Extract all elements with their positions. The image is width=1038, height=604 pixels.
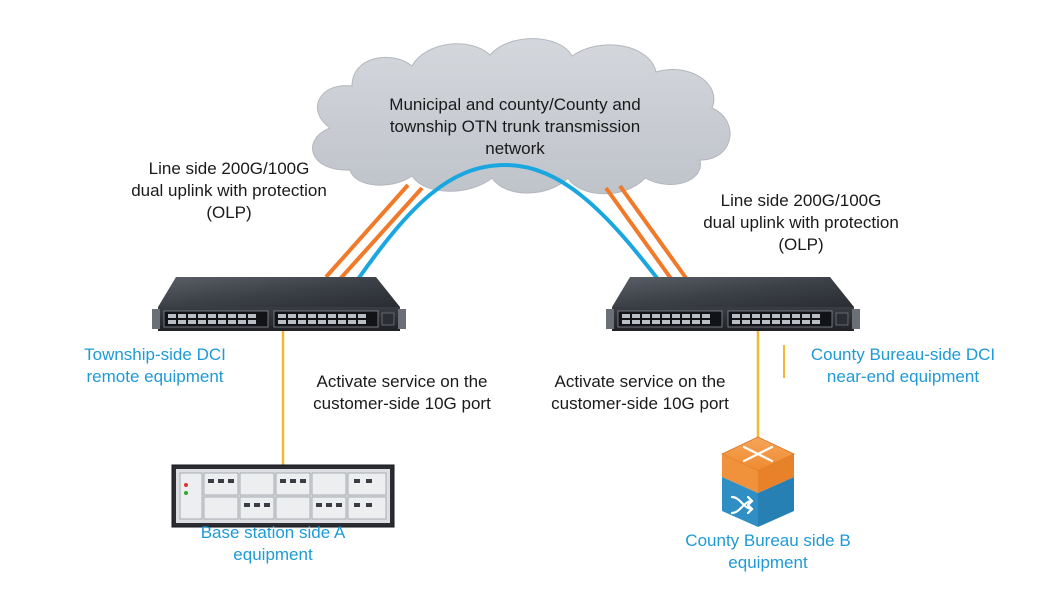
left-link-label: Line side 200G/100G dual uplink with pro… [98, 158, 360, 224]
left-service-label: Activate service on the customer-side 10… [292, 371, 512, 415]
cloud-line-1: Municipal and county/County and [389, 95, 641, 114]
right-service-line-1: Activate service on the [554, 372, 726, 391]
right-link-line-3: (OLP) [778, 235, 824, 254]
county-dci-line-1: County Bureau-side DCI [810, 345, 996, 364]
township-dci-line-2: remote equipment [86, 367, 224, 386]
left-uplinks [324, 183, 424, 281]
right-orange-fiber-2 [618, 184, 688, 280]
county-bureau-cube [721, 436, 795, 527]
county-bureau-b-label: County Bureau side B equipment [660, 530, 876, 574]
county-dci-line-2: near-end equipment [826, 367, 980, 386]
right-link-label: Line side 200G/100G dual uplink with pro… [670, 190, 932, 256]
left-link-line-2: dual uplink with protection [131, 181, 327, 200]
left-link-line-3: (OLP) [206, 203, 252, 222]
county-dci-label: County Bureau-side DCI near-end equipmen… [790, 344, 1016, 388]
cloud-line-2: township OTN trunk transmission [389, 117, 641, 136]
township-dci-switch [152, 277, 406, 331]
left-orange-fiber-2 [338, 186, 424, 281]
township-dci-line-1: Township-side DCI [84, 345, 226, 364]
right-service-line-2: customer-side 10G port [551, 394, 729, 413]
right-link-line-1: Line side 200G/100G [720, 191, 882, 210]
right-link-line-2: dual uplink with protection [703, 213, 899, 232]
base-station-chassis [171, 464, 395, 528]
left-service-line-2: customer-side 10G port [313, 394, 491, 413]
right-service-label: Activate service on the customer-side 10… [530, 371, 750, 415]
township-dci-label: Township-side DCI remote equipment [60, 344, 250, 388]
otn-cloud [312, 38, 731, 195]
base-station-line-1: Base station side A [200, 523, 346, 542]
right-uplinks [604, 184, 688, 282]
county-bureau-b-line-1: County Bureau side B [685, 531, 851, 550]
base-station-label: Base station side A equipment [172, 522, 374, 566]
left-service-line-1: Activate service on the [316, 372, 488, 391]
county-bureau-b-line-2: equipment [728, 553, 808, 572]
right-orange-fiber-1 [604, 186, 674, 282]
left-link-line-1: Line side 200G/100G [148, 159, 310, 178]
otn-cloud-label: Municipal and county/County and township… [350, 94, 680, 160]
left-orange-fiber-1 [324, 183, 410, 279]
county-dci-switch [606, 277, 860, 331]
blue-fiber-arc [354, 162, 662, 284]
base-station-line-2: equipment [233, 545, 313, 564]
cloud-line-3: network [485, 139, 545, 158]
